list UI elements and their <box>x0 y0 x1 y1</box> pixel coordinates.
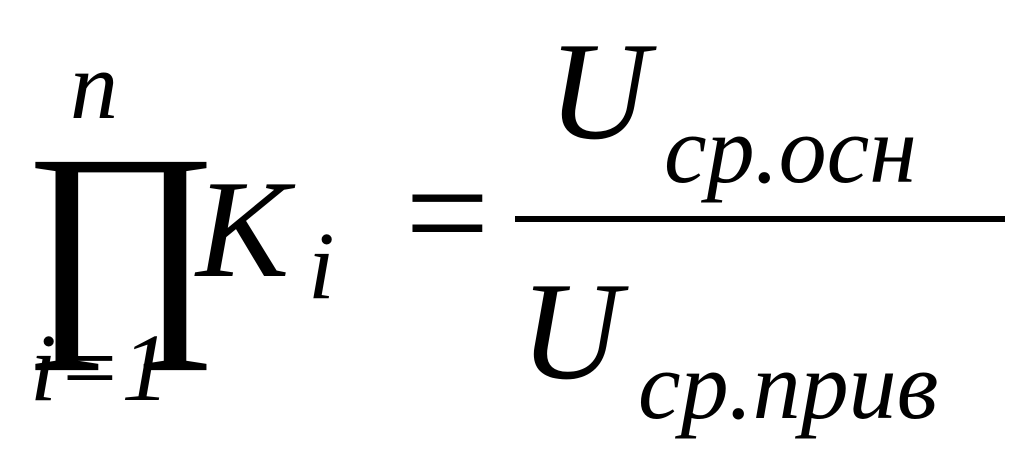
base-subscript-i: i <box>308 212 335 319</box>
denominator-variable: U <box>520 254 622 409</box>
numerator-variable: U <box>548 14 650 169</box>
product-lower-limit: i=1 <box>30 314 170 421</box>
denominator-subscript: ср.прив <box>638 332 939 439</box>
product-upper-limit: n <box>70 32 118 139</box>
fraction-bar <box>515 216 1005 222</box>
product-operator: ∏ <box>22 105 220 371</box>
equals-sign: = <box>405 130 490 296</box>
base-variable-k: K <box>196 152 290 307</box>
numerator-subscript: ср.осн <box>664 96 917 203</box>
